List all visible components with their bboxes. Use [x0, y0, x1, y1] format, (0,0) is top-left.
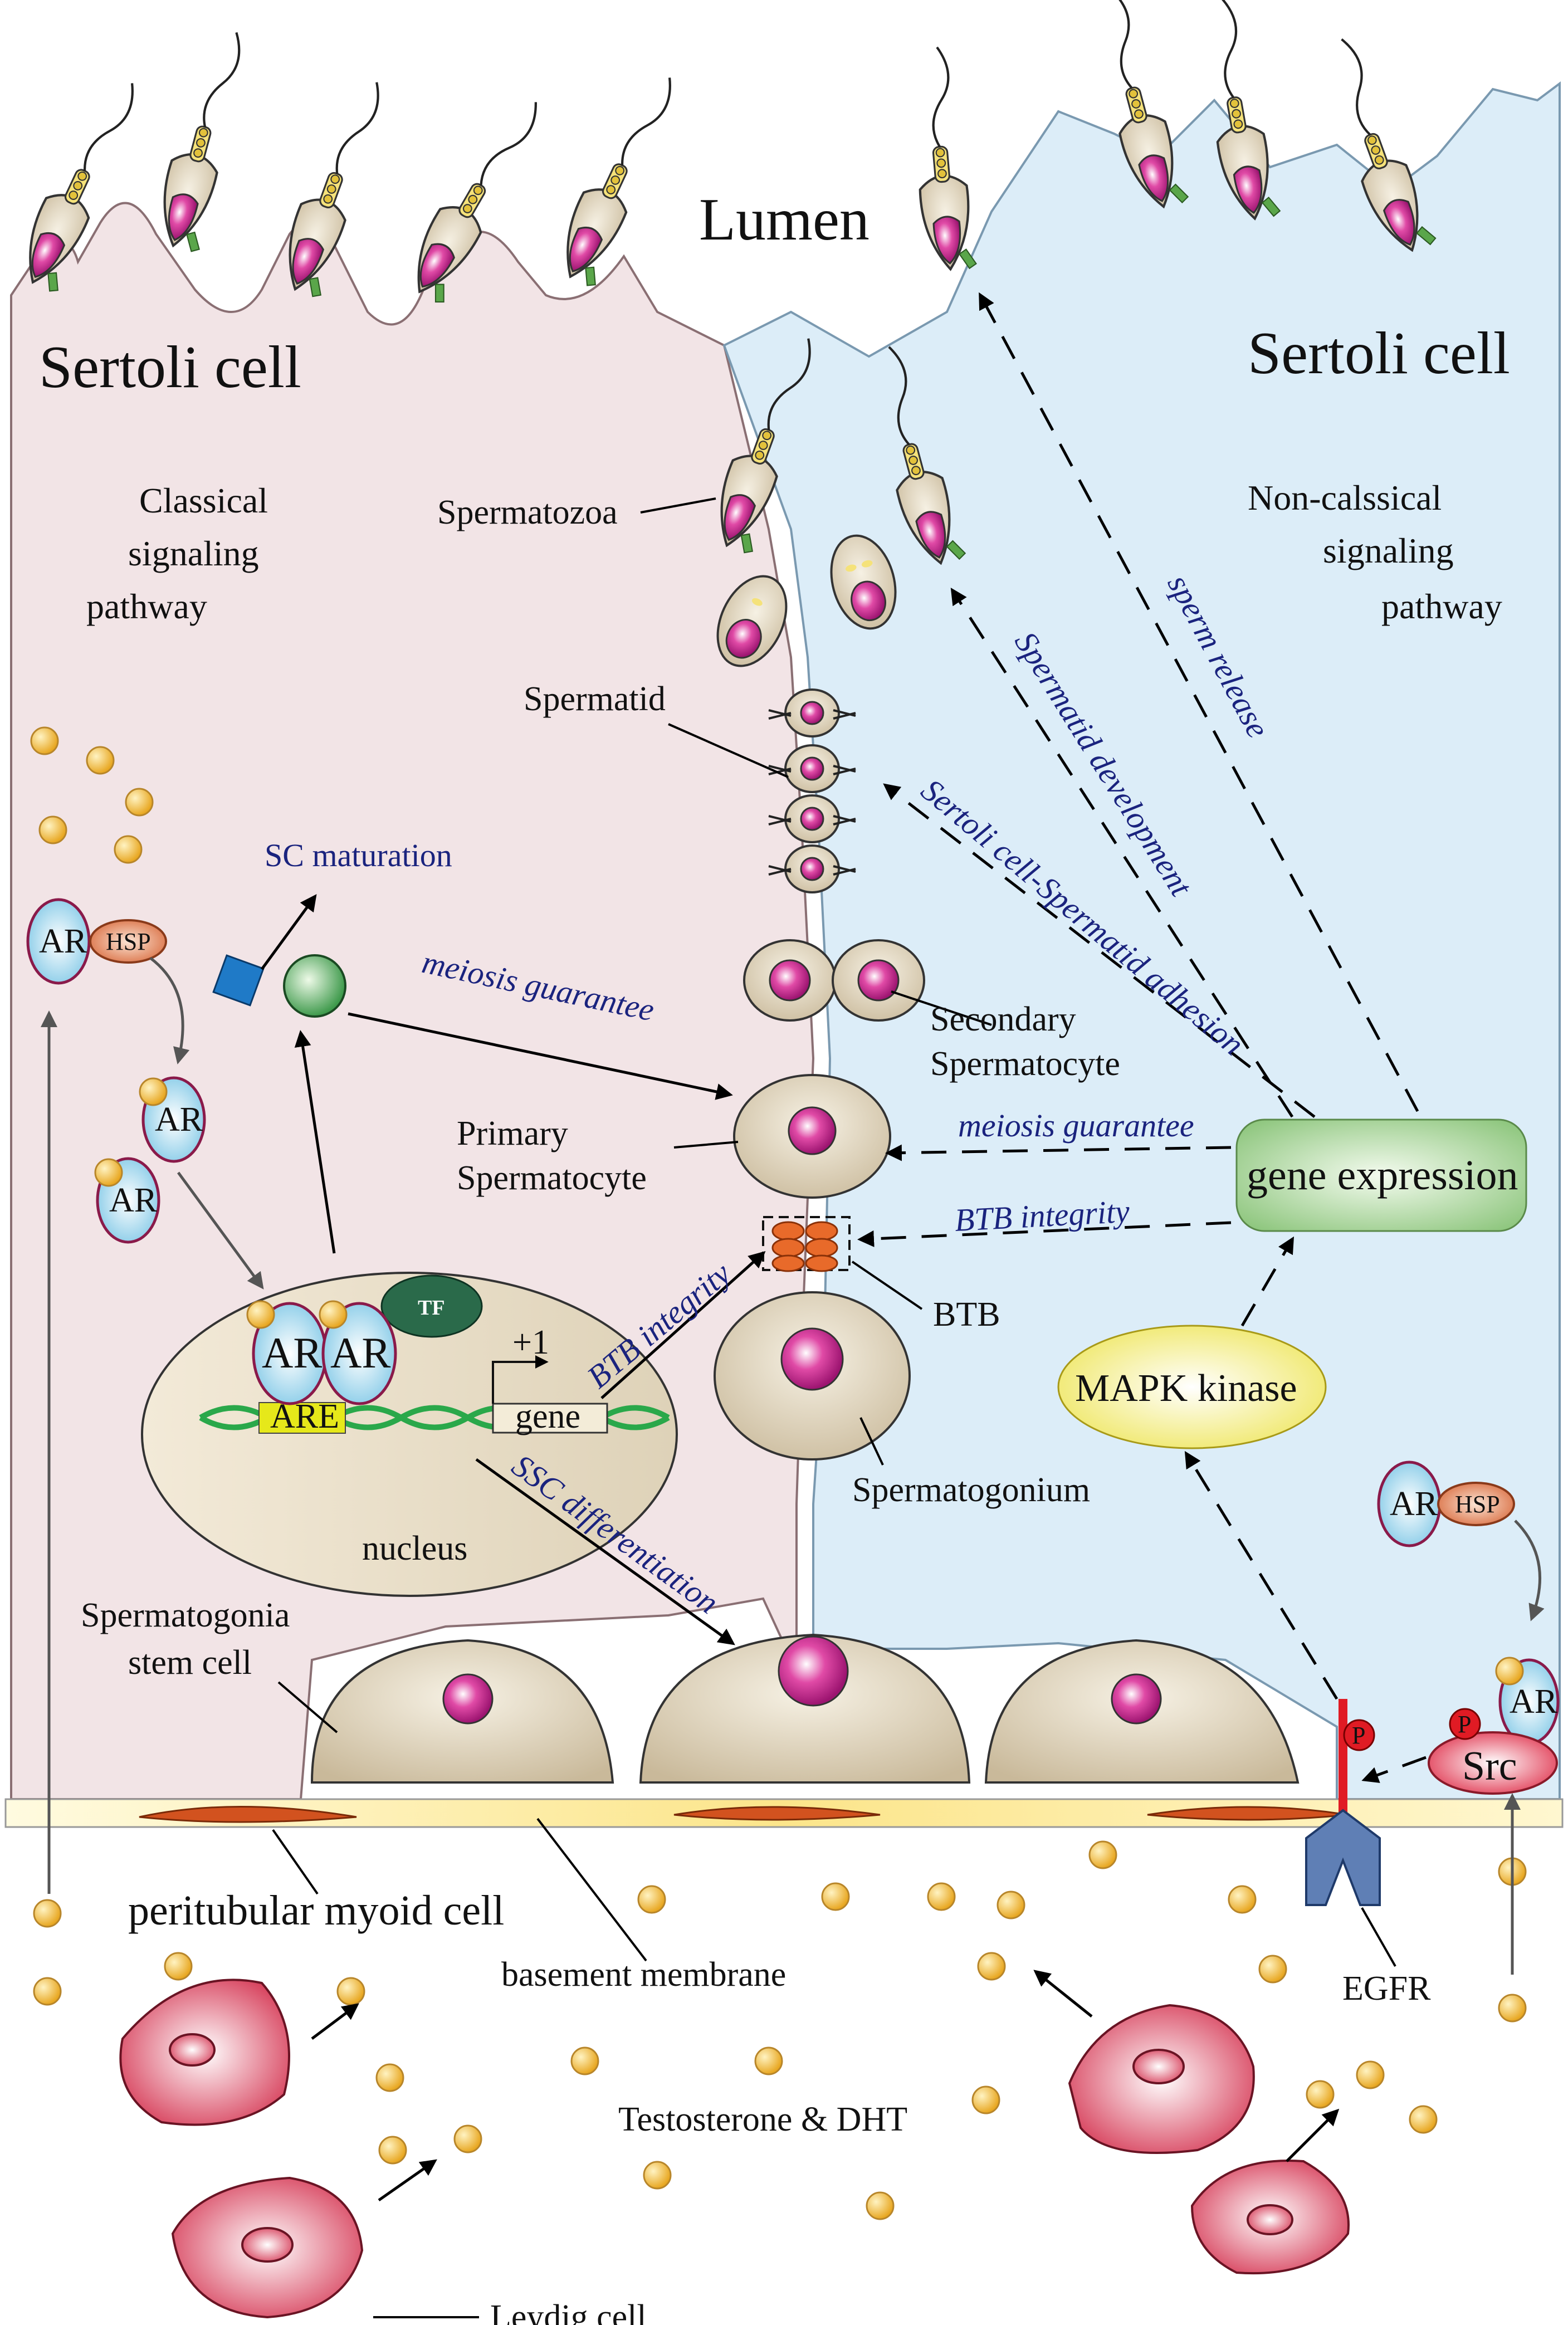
primary-spermatocyte-label-1: Primary — [457, 1115, 568, 1152]
spermatid-cell — [716, 575, 788, 667]
classical-pathway-label-1: Classical — [139, 481, 268, 520]
classical-pathway-label-2: signaling — [128, 534, 259, 573]
leydig-label: Leydig cell — [490, 2298, 647, 2325]
nonclassical-pathway-label-2: signaling — [1323, 531, 1454, 570]
ar-hsp-complex-left — [26, 898, 167, 985]
sertoli-cell-right-label: Sertoli cell — [1248, 320, 1510, 387]
ssc-label-2: stem cell — [128, 1644, 252, 1682]
secondary-spermatocyte-label-2: Spermatocyte — [930, 1045, 1120, 1083]
peritubular-label: peritubular myoid cell — [128, 1887, 504, 1934]
ar-label-free-1: AR — [155, 1101, 203, 1139]
gene-expression-box — [1235, 1118, 1527, 1232]
nucleus — [141, 1272, 678, 1597]
secondary-spermatocyte — [743, 939, 925, 1022]
sperm-cell — [907, 46, 976, 272]
mapk-kinase-label: MAPK kinase — [1075, 1367, 1297, 1410]
spermatid-chain — [768, 688, 856, 893]
solid-arrows — [260, 894, 1340, 2202]
ar-label-free-2: AR — [109, 1181, 158, 1219]
mapk-kinase-oval — [1057, 1325, 1327, 1449]
ar-hsp-complex-right — [1377, 1461, 1515, 1547]
hsp-label-left: HSP — [106, 928, 151, 955]
are-box — [258, 1402, 346, 1434]
gene-box — [492, 1403, 608, 1434]
nucleus-label: nucleus — [362, 1530, 467, 1567]
nonclassical-pathway-label-3: pathway — [1381, 587, 1502, 626]
dashed-arrows — [857, 292, 1427, 1783]
gray-arrows — [41, 957, 1545, 1975]
src-label: Src — [1462, 1743, 1517, 1789]
green-circle-icon — [283, 954, 346, 1018]
gene-label: gene — [515, 1398, 580, 1435]
testosterone-label: Testosterone & DHT — [618, 2101, 907, 2138]
sperm-cell — [150, 25, 256, 253]
spermatozoa-label: Spermatozoa — [437, 494, 618, 531]
btb-label: BTB — [933, 1296, 1000, 1334]
sertoli-cell-left-label: Sertoli cell — [39, 334, 301, 400]
nonclassical-pathway-label-1: Non-calssical — [1248, 478, 1442, 517]
gene-expression-label: gene expression — [1247, 1152, 1518, 1199]
ar-dimer-right — [321, 1302, 397, 1405]
tf-label: TF — [418, 1296, 445, 1320]
ar-free-2 — [94, 1157, 160, 1244]
ar-free-1 — [139, 1076, 206, 1163]
p-label-src: P — [1458, 1711, 1471, 1738]
spermatid-cell — [830, 534, 897, 630]
secondary-spermatocyte-label-1: Secondary — [930, 1000, 1076, 1038]
blue-square-icon — [212, 954, 265, 1007]
btb-junction — [762, 1216, 851, 1272]
sperm-cell — [549, 65, 688, 289]
leydig-cell — [119, 1979, 1350, 2319]
spermatogonia-stem-cell — [310, 1633, 1300, 1784]
meiosis-guarantee-right-label: meiosis guarantee — [958, 1107, 1194, 1144]
spermatogonium — [714, 1291, 911, 1461]
ar-label-dimer-left: AR — [262, 1328, 322, 1377]
peritubular-myoid-cell — [139, 1806, 357, 1823]
lumen-label: Lumen — [699, 187, 870, 253]
ar-src-complex — [1428, 1657, 1560, 1795]
ar-label-src: AR — [1510, 1683, 1558, 1721]
plus-one-label: +1 — [512, 1323, 549, 1361]
ar-label-right: AR — [1390, 1485, 1438, 1523]
basement-membrane-label: basement membrane — [501, 1956, 786, 1994]
sc-maturation-label: SC maturation — [265, 837, 452, 873]
primary-spermatocyte-label-2: Spermatocyte — [457, 1159, 647, 1197]
primary-spermatocyte — [733, 1074, 891, 1199]
spermatogonium-label: Spermatogonium — [852, 1471, 1090, 1509]
leader-lines — [272, 497, 1396, 2318]
spermatid-label: Spermatid — [524, 680, 666, 718]
ar-label-left: AR — [39, 922, 87, 960]
ssc-label-1: Spermatogonia — [81, 1596, 290, 1634]
hsp-label-right: HSP — [1455, 1491, 1500, 1518]
egfr-label: EGFR — [1342, 1970, 1431, 2007]
are-label: ARE — [270, 1398, 339, 1435]
p-label-egfr: P — [1352, 1722, 1365, 1749]
peritubular-myoid-cell — [673, 1806, 881, 1821]
classical-pathway-label-3: pathway — [86, 587, 207, 626]
tf-oval — [380, 1274, 483, 1338]
egfr-receptor — [1305, 1699, 1381, 1906]
ar-label-dimer-right: AR — [330, 1328, 390, 1377]
